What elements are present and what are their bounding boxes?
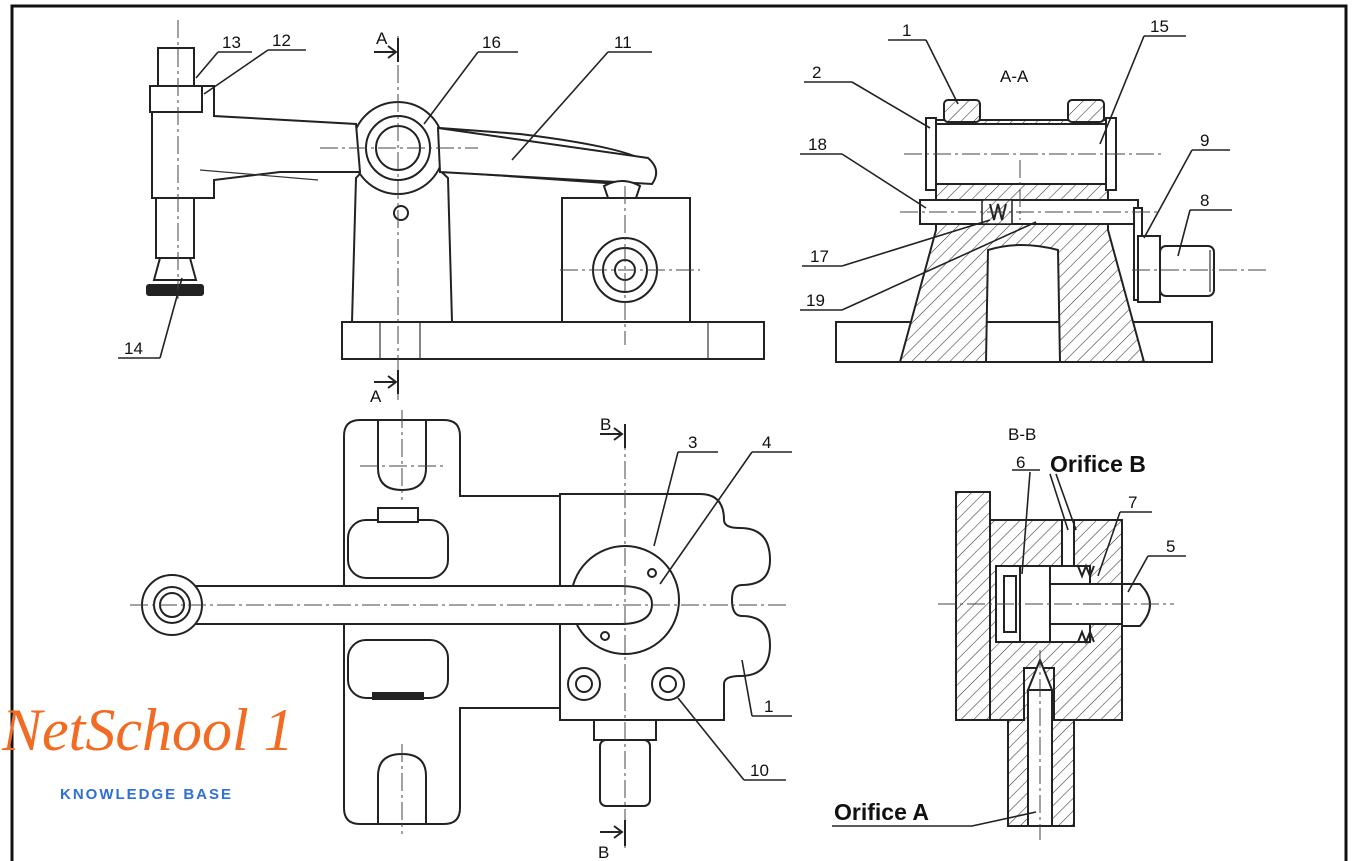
callout-12: 12 <box>272 31 291 50</box>
callout-1-section-aa: 1 <box>902 21 911 40</box>
section-b-label-bottom: B <box>598 843 609 861</box>
callout-8: 8 <box>1200 191 1209 210</box>
callout-3: 3 <box>688 433 697 452</box>
section-b-label-top: B <box>600 415 611 434</box>
callout-10: 10 <box>750 761 769 780</box>
section-aa-title: A-A <box>1000 67 1029 86</box>
callout-5: 5 <box>1166 537 1175 556</box>
section-bb-title: B-B <box>1008 425 1036 444</box>
callout-4: 4 <box>762 433 771 452</box>
watermark-logo-tagline: KNOWLEDGE BASE <box>60 786 233 803</box>
section-aa-callouts <box>800 35 1232 311</box>
section-a-label-top: A <box>376 29 388 48</box>
callout-14: 14 <box>124 339 143 358</box>
callout-11: 11 <box>614 33 632 52</box>
netschool-watermark: NetSchool 1 KNOWLEDGE BASE <box>1 697 294 803</box>
top-view-callouts <box>653 451 792 781</box>
orifice-a-label: Orifice A <box>834 799 929 825</box>
callout-2: 2 <box>812 63 821 82</box>
orifice-b-label: Orifice B <box>1050 451 1146 477</box>
drawing-frame <box>10 4 1348 861</box>
front-view-callouts <box>118 49 652 359</box>
callout-6: 6 <box>1016 453 1025 472</box>
section-bb-callouts <box>832 469 1186 827</box>
callout-1-top-view: 1 <box>764 697 773 716</box>
callout-15: 15 <box>1150 17 1169 36</box>
callout-19: 19 <box>806 291 825 310</box>
section-aa-view <box>835 99 1270 363</box>
section-a-label-bottom: A <box>370 387 382 406</box>
watermark-logo-name: NetSchool 1 <box>1 697 294 763</box>
callout-9: 9 <box>1200 131 1209 150</box>
callout-16: 16 <box>482 33 501 52</box>
callout-18: 18 <box>808 135 827 154</box>
top-view <box>130 410 790 848</box>
callout-17: 17 <box>810 247 829 266</box>
front-view <box>146 20 765 400</box>
section-bb-view <box>938 491 1174 840</box>
callout-13: 13 <box>222 33 241 52</box>
callout-7: 7 <box>1128 493 1137 512</box>
